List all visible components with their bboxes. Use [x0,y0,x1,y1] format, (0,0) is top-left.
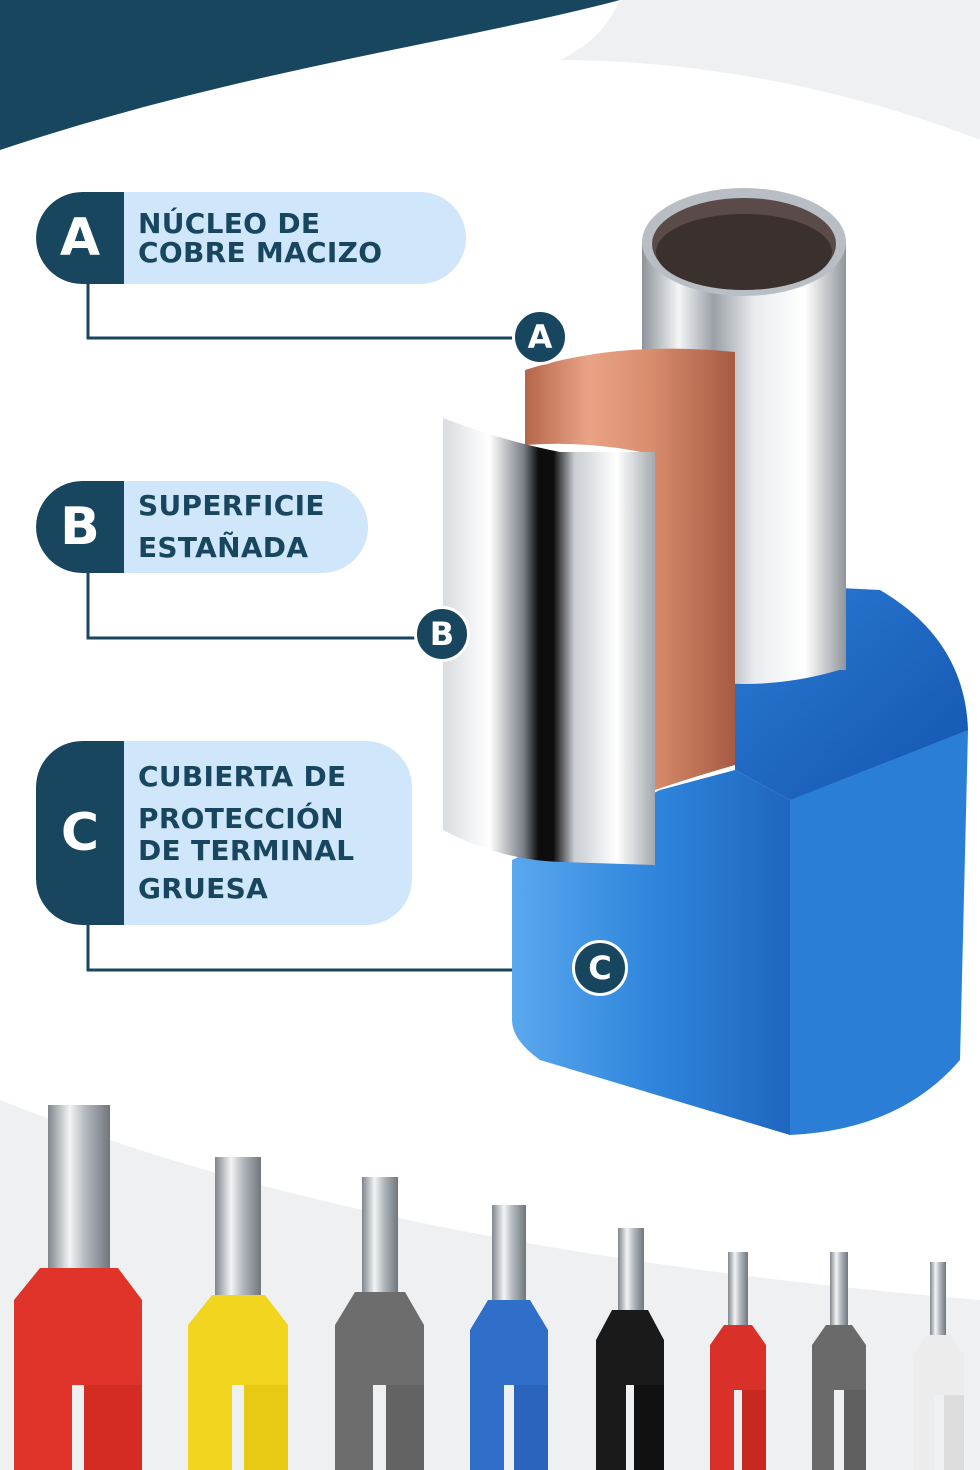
ferrule-red-large [14,1105,142,1470]
ferrule-gray [335,1177,424,1470]
label-b-letter: B [36,481,124,573]
label-c-text: CUBIERTA DE PROTECCIÓN DE TERMINAL GRUES… [124,741,380,925]
label-c-line-3: DE TERMINAL [138,834,355,867]
ferrule-blue [470,1205,548,1470]
marker-b: B [414,606,470,662]
label-a-letter: A [36,192,124,284]
label-b-text: SUPERFICIE ESTAÑADA [124,481,351,573]
ferrule-white [914,1262,964,1470]
label-c-line-1: CUBIERTA DE [138,760,347,793]
ferrule-black [596,1228,664,1470]
background-wave [560,0,980,140]
label-a-line-2: COBRE MACIZO [138,236,383,269]
label-b-line-1: SUPERFICIE [138,489,325,522]
leader-line-a [86,284,514,340]
leader-line-b [86,573,416,640]
copper-core [525,348,735,790]
label-b-line-2: ESTAÑADA [138,531,309,564]
label-c-line-4: GRUESA [138,872,269,905]
label-tinned-surface: B SUPERFICIE ESTAÑADA [36,481,368,573]
ferrule-red-small [710,1252,766,1470]
ferrule-row [14,1105,964,1470]
tin-layer [443,418,655,865]
label-a-text: NÚCLEO DE COBRE MACIZO [124,192,408,284]
ferrule-yellow [188,1157,288,1470]
label-c-line-2: PROTECCIÓN [138,802,344,835]
ferrule-gray-small [812,1252,866,1470]
label-a-line-1: NÚCLEO DE [138,207,321,240]
label-c-letter: C [36,741,124,925]
header-wave [0,0,620,150]
label-solid-copper-core: A NÚCLEO DE COBRE MACIZO [36,192,466,284]
marker-c: C [572,940,628,996]
leader-line-c [86,925,574,972]
marker-a: A [512,309,568,365]
label-protective-sleeve: C CUBIERTA DE PROTECCIÓN DE TERMINAL GRU… [36,741,412,925]
